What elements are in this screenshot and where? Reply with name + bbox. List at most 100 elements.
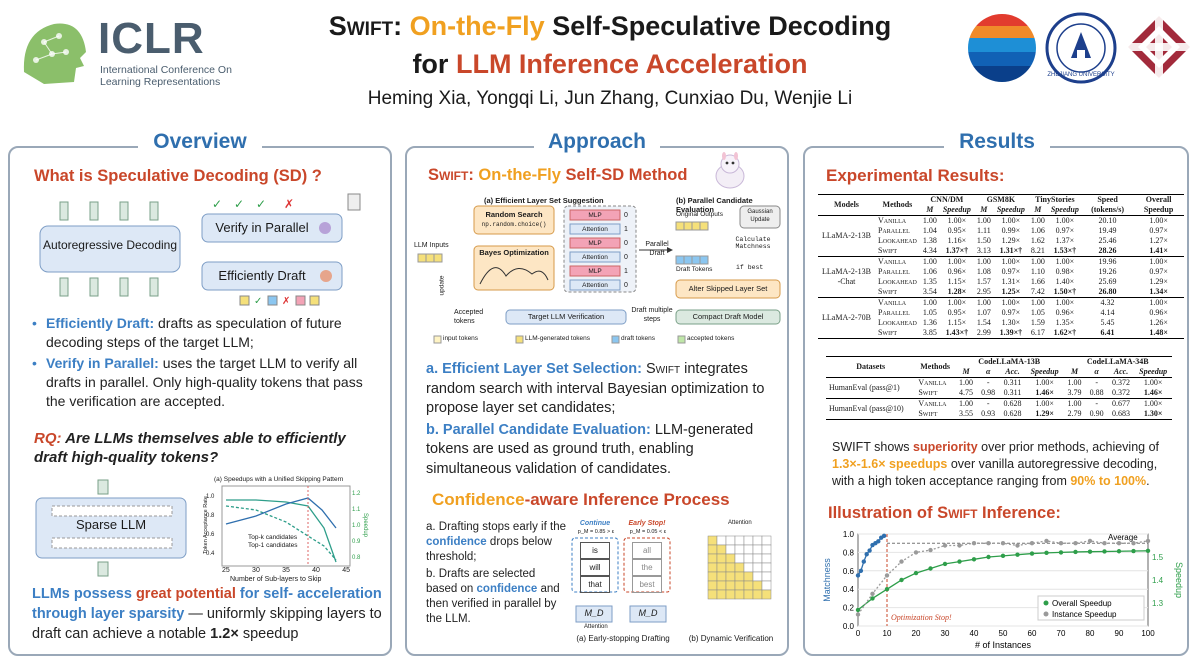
sd-diagram: ✓✓✓ ✗ ✓ ✗ Autoregressive Decoding Verify… (30, 192, 370, 308)
chart-ytick: 0.8 (843, 548, 855, 557)
t2-cell: 0.372 (1112, 378, 1130, 387)
t2-sub: Acc. (1113, 367, 1129, 376)
t1-cell: Parallel (877, 308, 910, 317)
point-b-text: LLM-generated tokens are used as ground … (426, 421, 754, 477)
illustration-inference: Inference: (982, 504, 1061, 522)
layer-mlp: MLP (588, 212, 602, 219)
t1-cell: 0.99× (1001, 226, 1021, 235)
mini-ylabel-left: Token Acceptance Rate (203, 496, 209, 554)
t1-cell: 1.54 (976, 318, 991, 327)
t1-cell: 1.00× (1149, 257, 1168, 266)
series-point (884, 573, 890, 578)
t1-cell: Lookahead (877, 318, 917, 327)
chart-xtick: 30 (941, 629, 950, 638)
t1-cell: 1.48× (1149, 328, 1168, 337)
polyu-stripe-logo (966, 12, 1038, 84)
md-left: M_D (584, 608, 604, 618)
series-point (986, 541, 991, 546)
continue-label: Continue (579, 520, 611, 527)
t2-cell: 1.00× (1035, 399, 1054, 408)
t1-sub: Speedup (1050, 205, 1079, 214)
series-point (864, 552, 869, 557)
t2-cell: 1.00× (1143, 378, 1163, 387)
attention-cell (707, 580, 718, 591)
if-best-label: if best (736, 264, 764, 271)
t1-cell: 8.21 (1030, 246, 1045, 255)
overview-conclusion: LLMs possess great potential for self- a… (32, 584, 382, 644)
mini-ytick-r: 1.2 (352, 491, 361, 497)
t1-cell: 1.50×† (1053, 287, 1077, 296)
t1-cell: 20.10 (1098, 216, 1117, 225)
mini-yright-ticks: 1.2 1.1 1.0 0.9 0.8 (352, 486, 360, 566)
t1-cell: 1.05 (922, 308, 937, 317)
series-point (1044, 550, 1049, 556)
t2-cell: 0.628 (1003, 399, 1022, 408)
t1-cell: 1.31× (1001, 277, 1021, 286)
attention-cell (716, 571, 727, 582)
iclr-head-icon (23, 23, 86, 84)
word-token: that (580, 576, 610, 593)
conf-a-highlight: confidence (426, 536, 487, 548)
illustration-heading: Illustration of Swift Inference: (828, 504, 1061, 523)
bullet2-text: uses the target LLM to verify all drafts… (46, 355, 363, 409)
method-colon: : (468, 166, 474, 184)
bullet-dot-icon: • (32, 315, 37, 331)
chart-xlabel: # of Instances (975, 640, 1032, 650)
series-point (913, 550, 919, 555)
t1-cell: 1.06 (922, 267, 937, 276)
t1-cell: 1.11 (977, 226, 991, 235)
t1-cell: 1.00 (922, 216, 937, 225)
title-llm: LLM Inference Acceleration (455, 49, 808, 79)
point-a-swift: Swift (646, 361, 681, 377)
series-point (881, 533, 887, 539)
t2-sub: Acc. (1005, 367, 1020, 376)
t1-cell: 0.97× (1001, 308, 1021, 317)
legend-input: input tokens (443, 335, 479, 342)
alter-skipped-label: Alter Skipped Layer Set (688, 284, 768, 293)
t1-cell: 1.00 (922, 298, 937, 307)
rq-text: Are LLMs themselves able to efficiently … (34, 430, 346, 466)
attention-cell (725, 562, 736, 573)
series-point (942, 543, 948, 548)
results-table-1: Models Methods CNN/DM GSM8K TinyStories … (818, 194, 1184, 339)
results-summary: SWIFT shows superiority over prior metho… (832, 439, 1176, 490)
legend-accepted: accepted tokens (687, 335, 735, 342)
t1-cell: 1.06 (1030, 226, 1045, 235)
series-point (913, 570, 919, 576)
t1-cell: 4.14 (1100, 308, 1115, 317)
t1-cell: 3.13 (976, 246, 991, 255)
mini-ytick: 0.8 (206, 513, 215, 519)
mini-ytick-r: 1.1 (352, 507, 361, 513)
chart-ytick: 0.2 (843, 604, 855, 613)
attention-cell (725, 571, 736, 582)
word-token: is (580, 542, 610, 559)
conclusion-speedup: 1.2× (210, 626, 239, 642)
t1-cell: 1.50 (976, 236, 991, 245)
t1-sub: M (926, 205, 934, 214)
series-point (1044, 538, 1049, 544)
attention-cell (752, 544, 763, 555)
t1-head-tinystories: TinyStories (1035, 195, 1075, 204)
series-point (858, 568, 864, 573)
t2-cell: 0.372 (1112, 388, 1130, 397)
series-point (1102, 549, 1107, 554)
title-swift: Swift (328, 11, 394, 41)
attention-cell (761, 589, 772, 600)
t1-cell: 5.45 (1100, 318, 1115, 327)
words-continue: is will that (580, 542, 610, 593)
t2-cell: 0.93 (981, 409, 996, 418)
results-table-2: Datasets Methods CodeLLaMA-13B CodeLLaMA… (826, 356, 1172, 420)
t1-cell: 1.00× (1001, 216, 1021, 225)
mini-xlabel: Number of Sub-layers to Skip (230, 576, 322, 583)
chart-xtick: 0 (856, 629, 861, 638)
chart-ytick-right: 1.4 (1152, 576, 1164, 585)
layer-mlp: MLP (588, 268, 602, 275)
draft-multiple-label: Draft multiple steps (631, 307, 673, 323)
legend-marker-overall (1043, 600, 1049, 606)
summary-acceptance: 90% to 100% (1070, 474, 1147, 488)
conclusion-part3: for self- acceleration through layer spa… (32, 586, 382, 622)
t1-head-speed: Speed (tokens/s) (1091, 195, 1124, 214)
efficiently-draft-label: Efficiently Draft (218, 268, 306, 283)
